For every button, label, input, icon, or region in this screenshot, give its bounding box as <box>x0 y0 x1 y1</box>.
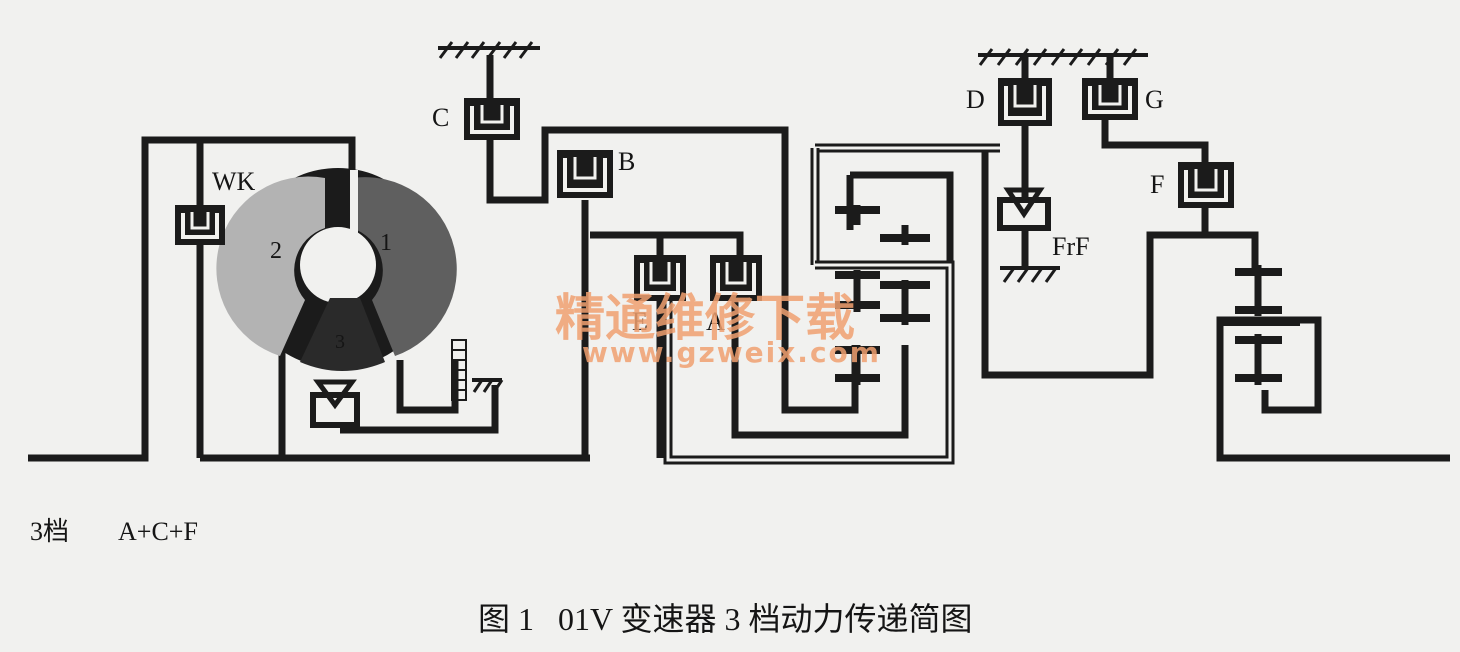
label-turbine-2: 2 <box>270 238 282 264</box>
ground-top-c <box>438 41 540 59</box>
label-a: A <box>706 307 725 336</box>
watermark-url: www.gzweix.com <box>582 336 881 369</box>
hollow-shafts <box>663 143 1000 465</box>
watermark-cn: 精通维修下载 <box>555 289 855 347</box>
label-g: G <box>1145 85 1164 114</box>
gear-note-gear: 3档 <box>30 517 69 546</box>
ground-frf <box>1000 266 1060 283</box>
pump-wheel-1 <box>352 177 457 356</box>
label-e: E <box>632 307 648 336</box>
label-frf: FrF <box>1052 232 1090 261</box>
torque-converter <box>216 168 467 401</box>
label-c: C <box>432 103 449 132</box>
brake-g <box>1082 55 1138 120</box>
label-stator-3: 3 <box>335 331 345 353</box>
figure-caption: 图 1 01V 变速器 3 档动力传递简图 <box>478 601 973 637</box>
gear-note-elements: A+C+F <box>118 517 198 546</box>
label-d: D <box>966 85 985 114</box>
freewheel-frf <box>997 187 1051 231</box>
stator-wheel-3 <box>300 298 385 371</box>
brake-c <box>464 55 520 140</box>
front-planetary <box>835 205 930 385</box>
label-b: B <box>618 147 635 176</box>
clutch-b <box>557 150 613 198</box>
label-wk: WK <box>212 167 256 196</box>
label-f: F <box>1150 170 1164 199</box>
clutch-f <box>1178 162 1234 208</box>
shafts <box>28 110 1450 462</box>
label-pump-1: 1 <box>380 230 392 256</box>
stator-freewheel <box>310 379 360 428</box>
clutch-a <box>710 255 762 301</box>
stator-scale <box>451 339 467 401</box>
brake-d <box>998 55 1052 126</box>
rear-planetary <box>1220 265 1300 385</box>
clutch-wk <box>175 205 225 245</box>
ground-top-dg <box>978 48 1148 66</box>
turbine-wheel-2 <box>216 176 325 356</box>
clutch-e <box>634 255 686 301</box>
